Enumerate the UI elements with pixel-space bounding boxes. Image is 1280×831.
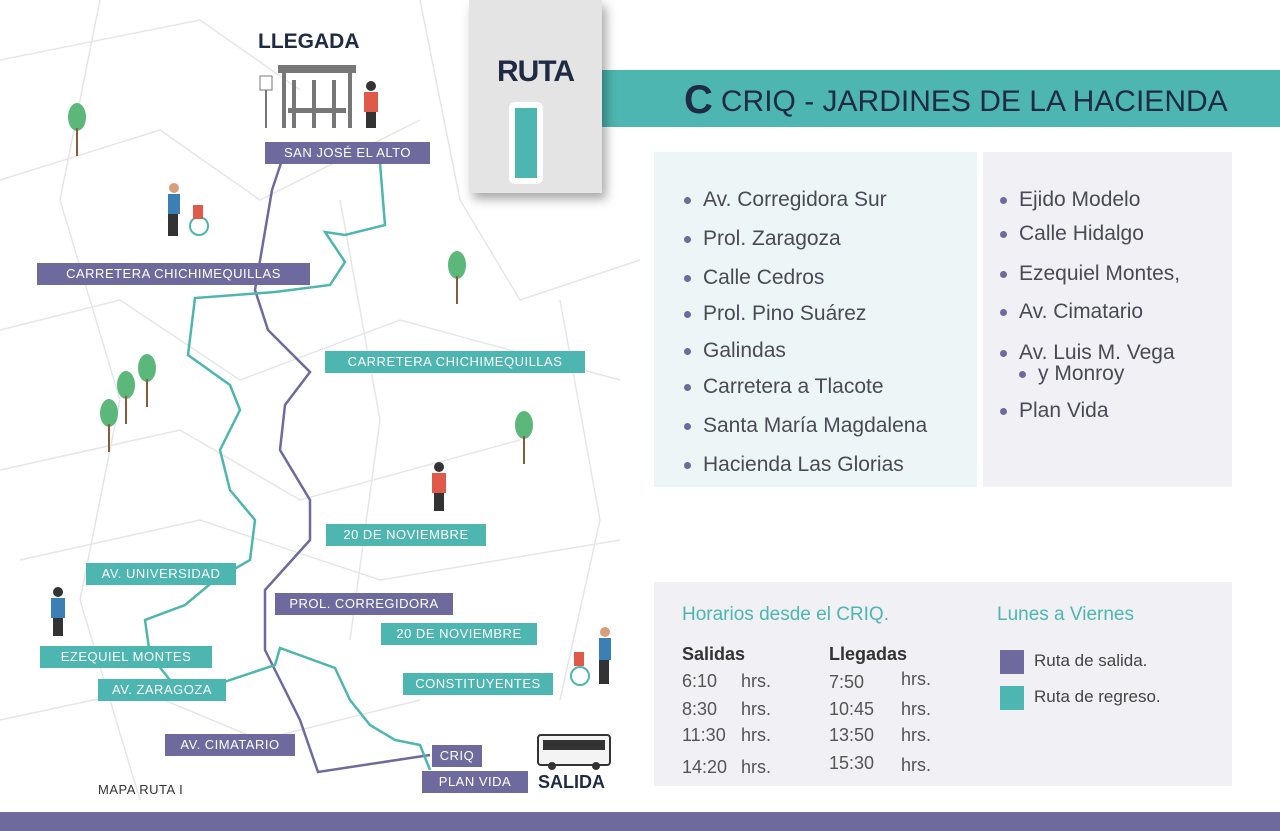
legend-swatch-return — [1000, 686, 1024, 710]
list-item: Plan Vida — [1000, 400, 1109, 422]
footer-bar — [0, 812, 1280, 831]
schedule-days: Lunes a Viernes — [997, 604, 1134, 625]
list-item: Calle Cedros — [684, 267, 824, 289]
list-item: Calle Hidalgo — [1000, 223, 1144, 245]
departure-time: 11:30 — [682, 725, 726, 745]
hrs-unit: hrs. — [741, 725, 772, 745]
legend-label: Ruta de salida. — [1034, 651, 1148, 670]
tree-icons — [68, 103, 533, 464]
departures-header: Salidas — [682, 644, 746, 664]
street-label: CONSTITUYENTES — [403, 673, 553, 695]
departure-time: 8:30 — [682, 699, 718, 719]
street-label: CRIQ — [432, 745, 482, 767]
departure-route-line — [253, 159, 431, 774]
route-word: RUTA — [496, 55, 575, 88]
list-item-text: y Monroy — [1038, 362, 1125, 385]
stops-list-left: Av. Corregidora Sur Prol. Zaragoza Calle… — [654, 152, 977, 487]
street-label: CARRETERA CHICHIMEQUILLAS — [325, 351, 585, 373]
list-item: Ejido Modelo — [1000, 189, 1140, 211]
street-label: PLAN VIDA — [422, 771, 528, 793]
list-item: Av. Cimatario — [1000, 301, 1143, 323]
legend-label: Ruta de regreso. — [1034, 687, 1161, 706]
list-item: Hacienda Las Glorias — [684, 454, 904, 476]
hrs-unit: hrs. — [901, 699, 932, 719]
arrival-time: 13:50 — [829, 725, 875, 745]
hrs-unit: hrs. — [741, 671, 772, 691]
hrs-unit: hrs. — [901, 669, 932, 689]
route-name: CRIQ - JARDINES DE LA HACIENDA — [720, 85, 1228, 118]
list-item: Av. Corregidora Sur — [684, 189, 887, 211]
route-letter: C — [684, 78, 713, 122]
arrival-time: 7:50 — [829, 672, 865, 692]
list-item: Santa María Magdalena — [684, 415, 927, 437]
list-item: Prol. Pino Suárez — [684, 303, 866, 325]
return-route-line — [143, 162, 432, 771]
route-map: LLEGADA SALIDA MAPA RUTA I SAN JOSÉ EL A… — [0, 0, 641, 812]
arrivals-header: Llegadas — [829, 644, 908, 664]
departure-label: SALIDA — [538, 772, 605, 792]
map-caption: MAPA RUTA I — [98, 782, 184, 797]
arrival-label: LLEGADA — [258, 30, 360, 53]
list-item: Galindas — [684, 340, 786, 362]
street-label: 20 DE NOVIEMBRE — [381, 623, 537, 645]
departure-time: 6:10 — [682, 671, 718, 691]
list-item-continuation: y Monroy — [1019, 363, 1124, 385]
bus-stop-shelter-icon — [259, 65, 356, 128]
stops-list-right: Ejido Modelo Calle Hidalgo Ezequiel Mont… — [983, 152, 1232, 487]
street-label: PROL. CORREGIDORA — [275, 593, 453, 615]
street-label: AV. UNIVERSIDAD — [86, 563, 236, 585]
street-label: CARRETERA CHICHIMEQUILLAS — [37, 263, 310, 285]
bus-icon — [537, 734, 611, 770]
arrival-time: 15:30 — [829, 753, 875, 773]
list-item: Prol. Zaragoza — [684, 228, 841, 250]
hrs-unit: hrs. — [901, 725, 932, 745]
schedule-panel: Horarios desde el CRIQ. Lunes a Viernes … — [654, 582, 1232, 786]
route-number-glyph — [509, 102, 543, 184]
departure-time: 14:20 — [682, 757, 728, 777]
schedule-title: Horarios desde el CRIQ. — [682, 604, 889, 625]
list-item: Ezequiel Montes, — [1000, 263, 1180, 285]
map-background — [0, 0, 641, 801]
hrs-unit: hrs. — [901, 755, 932, 775]
street-label: AV. CIMATARIO — [165, 734, 295, 756]
legend-swatch-departure — [1000, 650, 1024, 674]
arrival-time: 10:45 — [829, 699, 875, 719]
pedestrian-icons — [51, 81, 611, 686]
street-label: EZEQUIEL MONTES — [40, 646, 212, 668]
list-item: Av. Luis M. Vega — [1000, 342, 1175, 364]
hrs-unit: hrs. — [741, 757, 772, 777]
list-item: Carretera a Tlacote — [684, 376, 884, 398]
street-label: 20 DE NOVIEMBRE — [326, 524, 486, 546]
street-label: AV. ZARAGOZA — [98, 679, 226, 701]
street-label: SAN JOSÉ EL ALTO — [265, 142, 430, 164]
route-number-card: RUTA — [469, 0, 602, 193]
hrs-unit: hrs. — [741, 699, 772, 719]
